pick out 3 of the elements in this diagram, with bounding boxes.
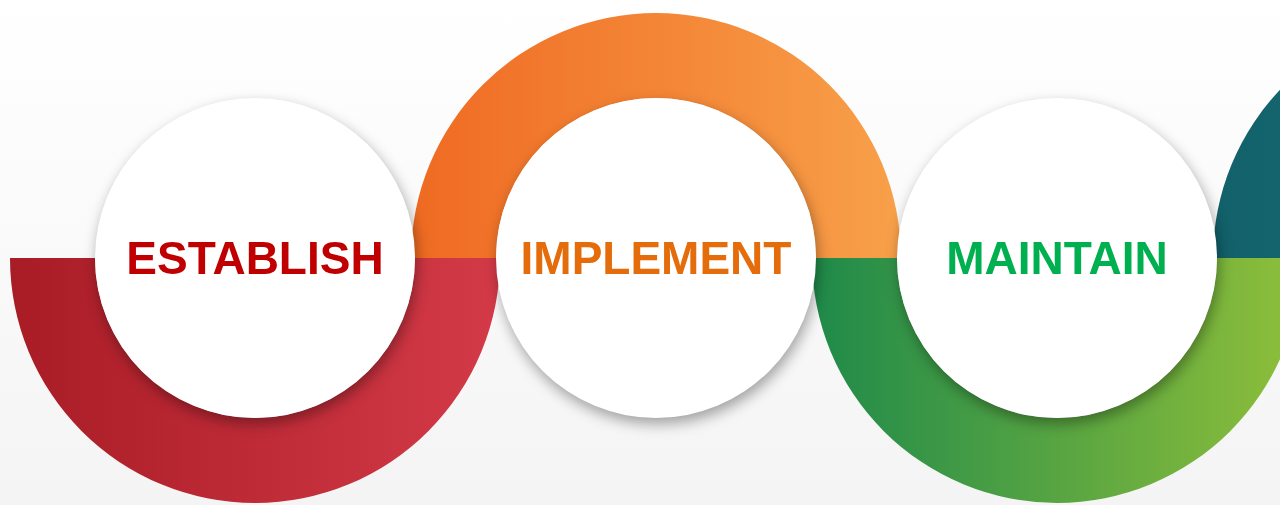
step-label: IMPLEMENT (520, 231, 792, 285)
step-label: MAINTAIN (946, 231, 1168, 285)
step-label: ESTABLISH (126, 231, 384, 285)
